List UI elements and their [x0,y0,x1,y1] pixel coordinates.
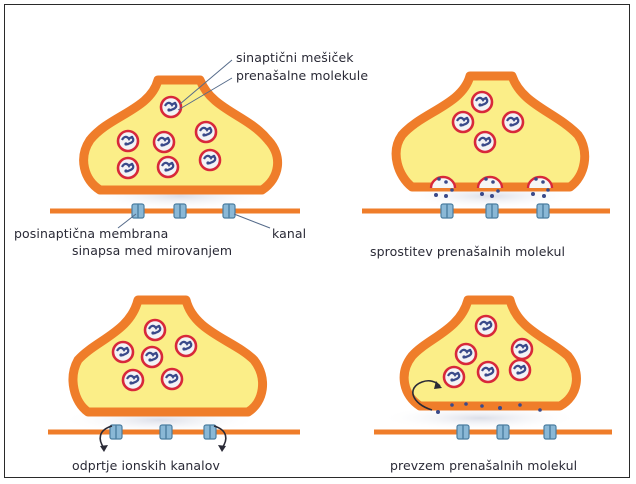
caption-reuptake: prevzem prenašalnih molekul [390,458,577,473]
synaptic-vesicle [476,316,496,336]
open-ion-channel [204,425,216,439]
ion-channel [441,204,453,218]
ion-flow-arrowhead [100,445,108,452]
synaptic-vesicle [118,131,138,151]
presynaptic-terminal [396,76,585,187]
ion-flow-arrowhead [218,445,226,452]
synaptic-vesicle [142,347,162,367]
ion-channel [174,204,186,218]
synaptic-vesicle [200,150,220,170]
label-transmitter-molecules: prenašalne molekule [236,68,368,83]
synaptic-vesicle [176,336,196,356]
panel-opening [48,300,300,452]
fused-vesicle [528,177,552,188]
synaptic-vesicle [512,339,532,359]
caption-resting: sinapsa med mirovanjem [72,243,232,258]
synaptic-vesicle [510,360,530,380]
synaptic-vesicle [475,132,495,152]
ion-channel [223,204,235,218]
synaptic-vesicle [196,122,216,142]
caption-release: sprostitev prenašalnih molekul [370,244,565,259]
synaptic-vesicle [472,92,492,112]
fused-vesicle [478,177,502,188]
synaptic-vesicle [444,367,464,387]
panel-reuptake [374,300,612,439]
fused-vesicle [431,177,455,188]
label-synaptic-vesicle: sinaptični mešiček [236,50,354,65]
caption-opening: odprtje ionskih kanalov [72,458,220,473]
ion-channel [544,425,556,439]
presynaptic-terminal [84,80,278,190]
synaptic-vesicle [503,112,523,132]
synaptic-vesicle [456,344,476,364]
ion-channel [457,425,469,439]
label-postsynaptic-membrane: posinaptična membrana [14,226,168,241]
ion-channel [537,204,549,218]
synaptic-vesicle [123,370,143,390]
ion-channel [160,425,172,439]
panel-resting [50,60,300,228]
synaptic-vesicle [478,362,498,382]
synaptic-vesicle [161,97,181,117]
presynaptic-terminal [73,300,263,412]
synaptic-vesicle [145,320,165,340]
open-ion-channel [110,425,122,439]
synaptic-vesicle [453,112,473,132]
ion-channel [486,204,498,218]
leader-line [234,214,270,228]
synaptic-vesicle [113,342,133,362]
label-channel: kanal [272,226,306,241]
synaptic-vesicle [158,157,178,177]
synaptic-vesicle [162,369,182,389]
ion-channel [497,425,509,439]
synaptic-vesicle [118,158,138,178]
synaptic-vesicle [154,132,174,152]
panel-release [362,76,610,218]
